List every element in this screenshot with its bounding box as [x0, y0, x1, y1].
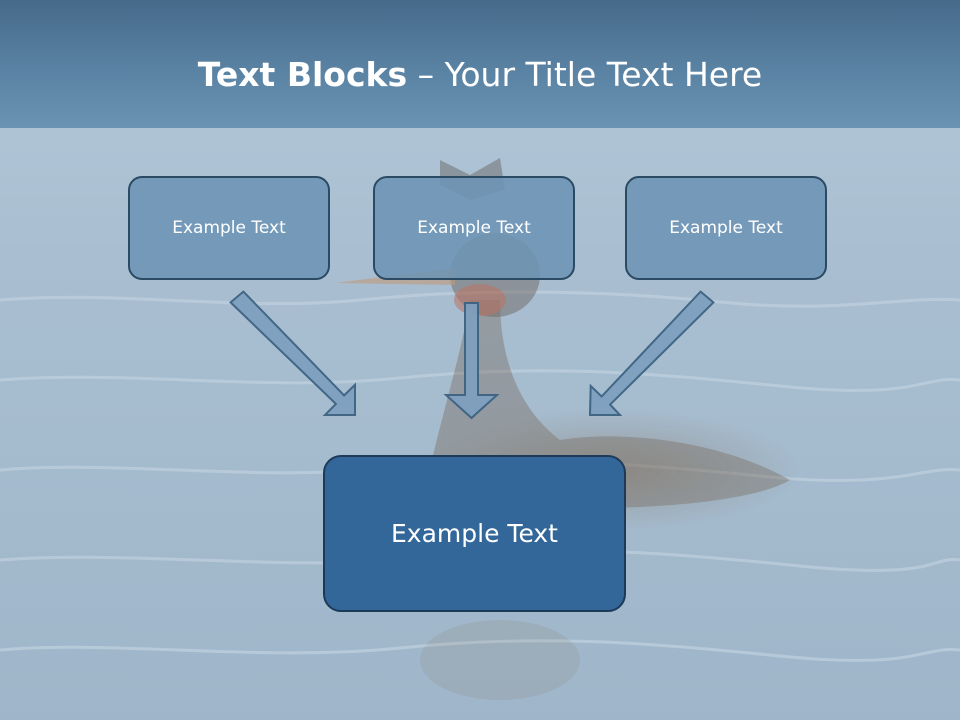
text-block-right-label: Example Text — [669, 218, 783, 238]
text-block-right[interactable]: Example Text — [625, 176, 827, 280]
text-block-result-label: Example Text — [391, 519, 558, 548]
arrow-down-icon — [443, 302, 500, 420]
text-block-left-label: Example Text — [172, 218, 286, 238]
arrow-down-right-icon — [229, 290, 356, 416]
text-block-center-label: Example Text — [417, 218, 531, 238]
title-bar — [0, 0, 960, 128]
slide-title: Text Blocks – Your Title Text Here — [0, 52, 960, 98]
text-block-left[interactable]: Example Text — [128, 176, 330, 280]
arrow-down-left-icon — [588, 290, 715, 416]
title-rest-part: – Your Title Text Here — [407, 55, 763, 94]
text-block-center[interactable]: Example Text — [373, 176, 575, 280]
title-bold-part: Text Blocks — [197, 55, 408, 94]
text-block-result[interactable]: Example Text — [323, 455, 626, 612]
